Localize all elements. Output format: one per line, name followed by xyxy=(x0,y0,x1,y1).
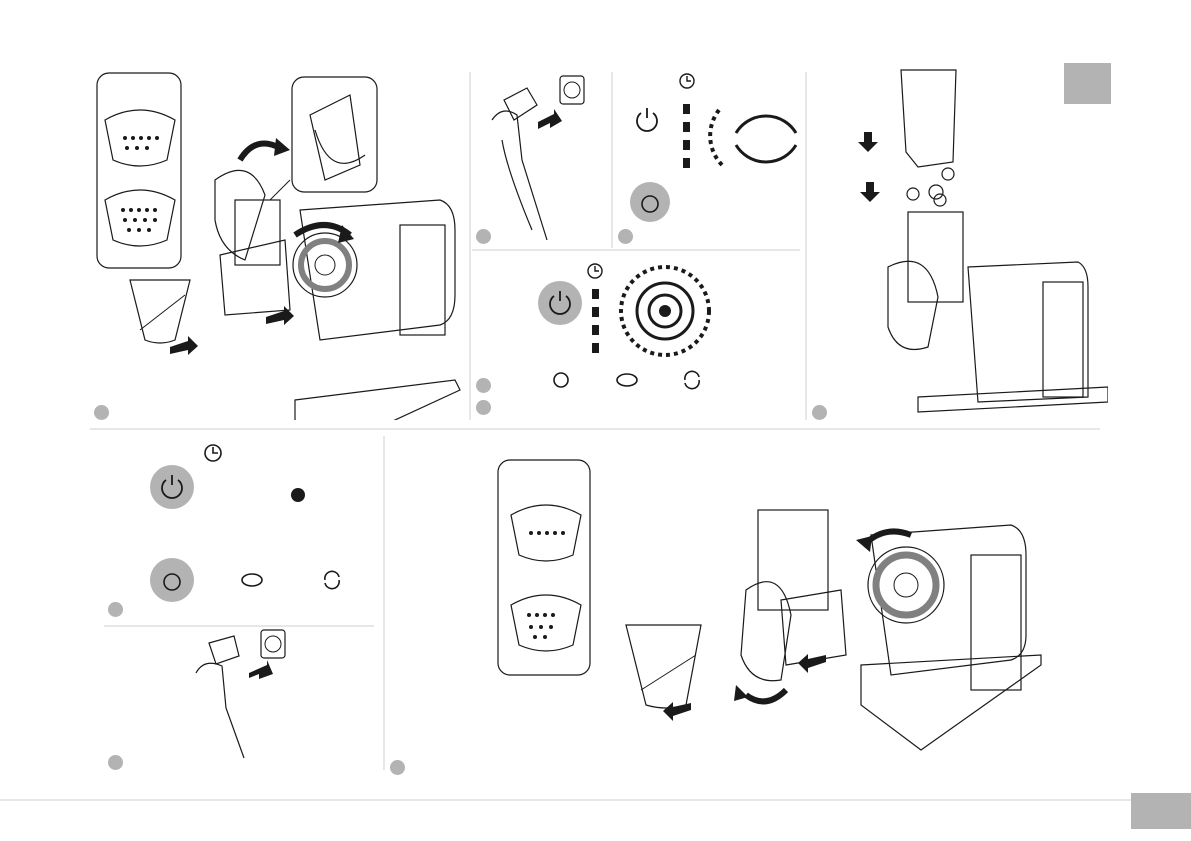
step-dot xyxy=(390,760,405,775)
power-button-active xyxy=(538,281,582,325)
housing-icon xyxy=(215,170,290,315)
cycle-mode-icon xyxy=(685,371,699,388)
step-dot xyxy=(108,755,123,770)
step-dot xyxy=(94,405,109,420)
arrow-icon xyxy=(858,132,878,152)
panel-disassemble xyxy=(386,440,1106,775)
grater-drum-icon xyxy=(511,595,581,651)
page-number xyxy=(1131,793,1191,829)
timer-icon xyxy=(205,445,221,461)
appliance-body xyxy=(861,525,1041,750)
arrow-icon xyxy=(663,702,691,721)
panel-standby xyxy=(614,70,804,250)
tomato-mode-icon xyxy=(630,182,670,222)
step-dot xyxy=(108,602,123,617)
panel-unplug xyxy=(104,628,379,773)
drum-options-box xyxy=(498,460,590,675)
detail-callout xyxy=(292,77,377,192)
step-dot xyxy=(476,400,491,415)
socket-icon xyxy=(560,76,584,104)
indicator-ring xyxy=(736,116,796,133)
power-icon xyxy=(637,108,657,131)
step-dot xyxy=(812,405,827,420)
panel-power-off xyxy=(104,440,379,620)
timer-level-bars xyxy=(592,289,599,353)
tomato-mode-icon xyxy=(150,558,194,602)
arrow-icon xyxy=(860,182,880,202)
arrow-icon xyxy=(249,660,273,679)
drum-options-box xyxy=(97,73,181,268)
panel-assemble-cone xyxy=(90,70,465,420)
rotate-arrow-icon xyxy=(746,690,786,701)
rotate-arrow-icon xyxy=(866,531,911,543)
step-dot xyxy=(476,378,491,393)
power-button-active xyxy=(150,465,194,509)
panel-running xyxy=(472,255,802,420)
timer-level-bars xyxy=(683,104,690,168)
plug-icon xyxy=(196,636,244,758)
appliance-body xyxy=(293,200,460,420)
panel-plug-in xyxy=(472,70,612,250)
grater-drum-icon xyxy=(105,110,175,166)
tomato-mode-icon xyxy=(554,373,568,387)
grater-drum-icon xyxy=(511,505,581,561)
rotate-arrow-icon xyxy=(240,144,280,160)
pusher-icon xyxy=(901,70,956,167)
cone-icon xyxy=(130,280,190,343)
food-pieces-icon xyxy=(907,168,954,206)
arrow-icon xyxy=(538,109,562,129)
socket-icon xyxy=(261,630,285,658)
avocado-mode-icon xyxy=(242,574,262,586)
grater-drum-icon xyxy=(105,190,175,246)
cone-icon xyxy=(626,625,701,708)
housing-icon xyxy=(741,510,846,681)
timer-icon xyxy=(588,264,602,278)
arrow-icon xyxy=(798,654,826,673)
plug-icon xyxy=(492,88,547,240)
avocado-mode-icon xyxy=(617,374,637,386)
step-dot xyxy=(476,229,491,244)
timer-icon xyxy=(680,74,694,88)
cycle-mode-icon xyxy=(325,571,339,588)
indicator-dot xyxy=(291,488,305,502)
panel-feed-food xyxy=(808,62,1108,420)
appliance-body xyxy=(888,212,1108,412)
arrow-icon xyxy=(170,336,198,355)
step-dot xyxy=(618,229,633,244)
